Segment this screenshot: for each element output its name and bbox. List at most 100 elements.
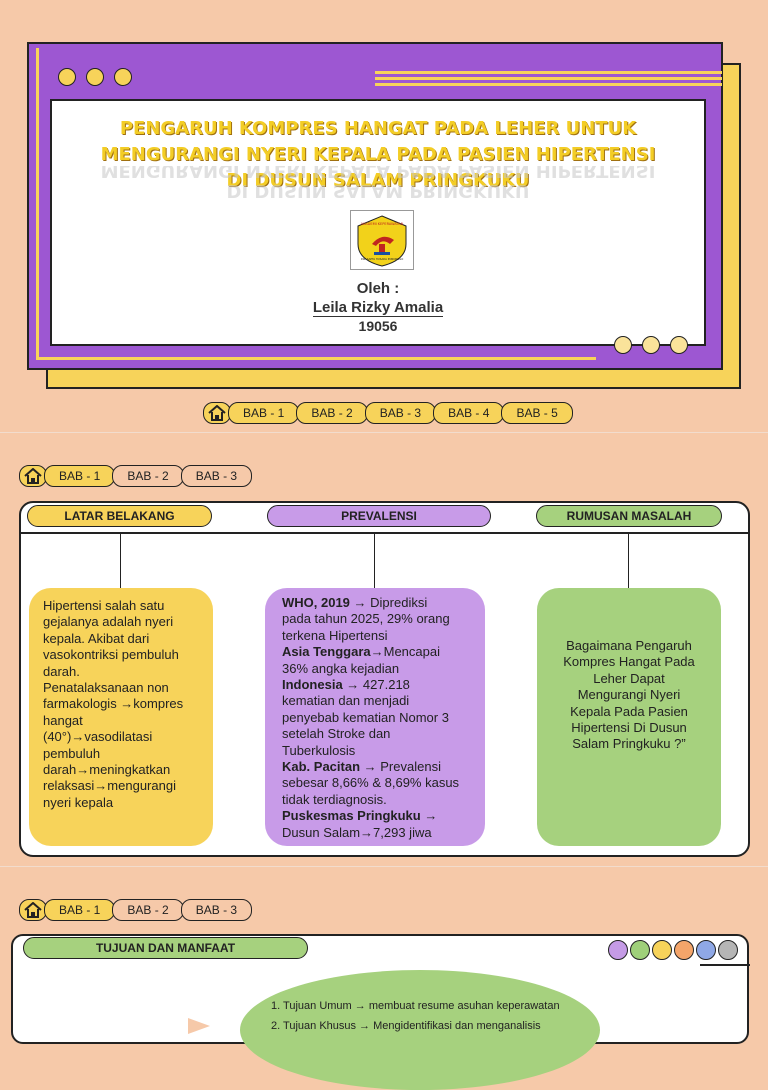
prevalensi-line-text: → (420, 808, 438, 824)
home-icon (24, 902, 42, 918)
prevalensi-line-bold: Kab. Pacitan (282, 759, 361, 775)
latar-line: gejalanya adalah nyeri (43, 614, 174, 630)
by-label: Oleh : (356, 280, 400, 297)
latar-line: Penatalaksanaan non (43, 680, 169, 696)
slide-separator (0, 866, 768, 867)
decor-stripe-left (36, 48, 39, 360)
latar-line: vasokontriksi pembuluh (43, 647, 179, 663)
tab-bab-2[interactable]: BAB - 2 (296, 402, 368, 424)
prevalensi-line-text: →Mencapai (370, 644, 440, 660)
prevalensi-line-text: → 427.218 (342, 677, 410, 693)
tab-bab-1[interactable]: BAB - 1 (228, 402, 300, 424)
logo-text-bottom: DWI SAPTA HUSADA PONOROGO (361, 257, 404, 261)
latar-line: hangat (43, 712, 83, 728)
tab-bab-1[interactable]: BAB - 1 (44, 465, 116, 487)
decor-dot (614, 336, 632, 354)
chapter-nav-3: BAB - 1 BAB - 2 BAB - 3 (19, 899, 253, 921)
decor-stripe-2 (375, 77, 722, 80)
prevalensi-line-text: 36% angka kejadian (282, 660, 400, 676)
home-icon (208, 405, 226, 421)
rumusan-line: Salam Pringkuku ?” (572, 736, 686, 752)
tab-bab-3[interactable]: BAB - 3 (180, 899, 253, 921)
latar-line: nyeri kepala (43, 794, 114, 810)
color-circle (696, 940, 716, 960)
color-circle (718, 940, 738, 960)
prevalensi-line-text: terkena Hipertensi (282, 627, 388, 643)
title-reflection-line: DI DUSUN SALAM PRINGKUKU (226, 180, 530, 200)
prevalensi-line: penyebab kematian Nomor 3 (282, 710, 479, 726)
decor-stripe-3 (375, 83, 722, 86)
prevalensi-line: Asia Tenggara→Mencapai (282, 644, 479, 660)
latar-line: darah→meningkatkan (43, 762, 171, 778)
prevalensi-line: Puskesmas Pringkuku → (282, 808, 479, 824)
title-reflection-line: MENGURANGI NYERI KEPALA PADA PASIEN HIPE… (100, 166, 656, 181)
prevalensi-line: 36% angka kejadian (282, 661, 479, 677)
latar-line: Hipertensi salah satu (43, 598, 165, 613)
prevalensi-line: terkena Hipertensi (282, 628, 479, 644)
decor-stripe-bottom (36, 357, 596, 360)
prevalensi-line-bold: Puskesmas Pringkuku (282, 808, 421, 824)
title-line-1: PENGARUH KOMPRES HANGAT PADA LEHER UNTUK (119, 118, 637, 139)
prevalensi-line: WHO, 2019 → Diprediksi (282, 595, 479, 611)
rumusan-line: Hipertensi Di Dusun (571, 720, 687, 736)
latar-line: darah. (43, 663, 80, 679)
header-tujuan-manfaat: TUJUAN DAN MANFAAT (23, 937, 308, 959)
tab-bab-1[interactable]: BAB - 1 (44, 899, 116, 921)
tab-bab-4[interactable]: BAB - 4 (433, 402, 505, 424)
prevalensi-line-text: setelah Stroke dan (282, 726, 391, 742)
frame-divider (20, 532, 749, 534)
decor-stripe-1 (375, 71, 722, 74)
rumusan-line: Kompres Hangat Pada (563, 654, 695, 670)
prevalensi-line: Kab. Pacitan → Prevalensi (282, 759, 479, 775)
prevalensi-line: kematian dan menjadi (282, 693, 479, 709)
slide-separator (0, 432, 768, 433)
prevalensi-line: pada tahun 2025, 29% orang (282, 611, 479, 627)
home-button[interactable] (19, 465, 47, 487)
arrow-shape (188, 1018, 210, 1034)
tujuan-item-1: 1. Tujuan Umum → membuat resume asuhan k… (271, 1000, 560, 1012)
home-button[interactable] (203, 402, 231, 424)
title-line-3: DI DUSUN SALAM PRINGKUKU (226, 170, 530, 191)
tab-bab-5[interactable]: BAB - 5 (501, 402, 573, 424)
home-icon (24, 468, 42, 484)
header-latar-belakang: LATAR BELAKANG (27, 505, 212, 527)
slide-title: PENGARUH KOMPRES HANGAT PADA LEHER UNTUK… (50, 116, 706, 194)
color-circle (652, 940, 672, 960)
color-circle (674, 940, 694, 960)
latar-line: relaksasi→mengurangi (43, 778, 176, 794)
prevalensi-line-text: Tuberkulosis (282, 742, 356, 758)
tujuan-item-2: 2. Tujuan Khusus → Mengidentifikasi dan … (271, 1020, 541, 1032)
header-rumusan-masalah: RUMUSAN MASALAH (536, 505, 722, 527)
rumusan-line: Mengurangi Nyeri (577, 687, 681, 703)
author-name: Leila Rizky Amalia (50, 299, 706, 317)
prevalensi-line: Dusun Salam→7,293 jiwa (282, 825, 479, 841)
latar-line: farmakologis →kompres (43, 696, 184, 712)
tab-bab-3[interactable]: BAB - 3 (180, 465, 253, 487)
color-circle (608, 940, 628, 960)
rumusan-line: Bagaimana Pengaruh (566, 638, 692, 653)
frame-divider (700, 964, 750, 966)
tab-bab-2[interactable]: BAB - 2 (112, 899, 184, 921)
decor-dot (670, 336, 688, 354)
prevalensi-line-text: sebesar 8,66% & 8,69% kasus (282, 775, 460, 791)
home-button[interactable] (19, 899, 47, 921)
decor-dot (58, 68, 76, 86)
chapter-nav-2: BAB - 1 BAB - 2 BAB - 3 (19, 465, 253, 487)
prevalensi-line: setelah Stroke dan (282, 726, 479, 742)
connector-line (120, 533, 121, 588)
decor-dot (114, 68, 132, 86)
title-reflection: DI DUSUN SALAM PRINGKUKU MENGURANGI NYER… (50, 166, 706, 200)
prevalensi-line: Tuberkulosis (282, 743, 479, 759)
tab-bab-2[interactable]: BAB - 2 (112, 465, 184, 487)
latar-line: kepala. Akibat dari (43, 630, 150, 646)
title-line-2: MENGURANGI NYERI KEPALA PADA PASIEN HIPE… (100, 144, 656, 165)
prevalensi-line: tidak terdiagnosis. (282, 792, 479, 808)
prevalensi-line-text: → Diprediksi (349, 595, 428, 610)
student-id: 19056 (358, 318, 398, 334)
tab-bab-3[interactable]: BAB - 3 (364, 402, 437, 424)
prevalensi-line: sebesar 8,66% & 8,69% kasus (282, 775, 479, 791)
color-circle (630, 940, 650, 960)
